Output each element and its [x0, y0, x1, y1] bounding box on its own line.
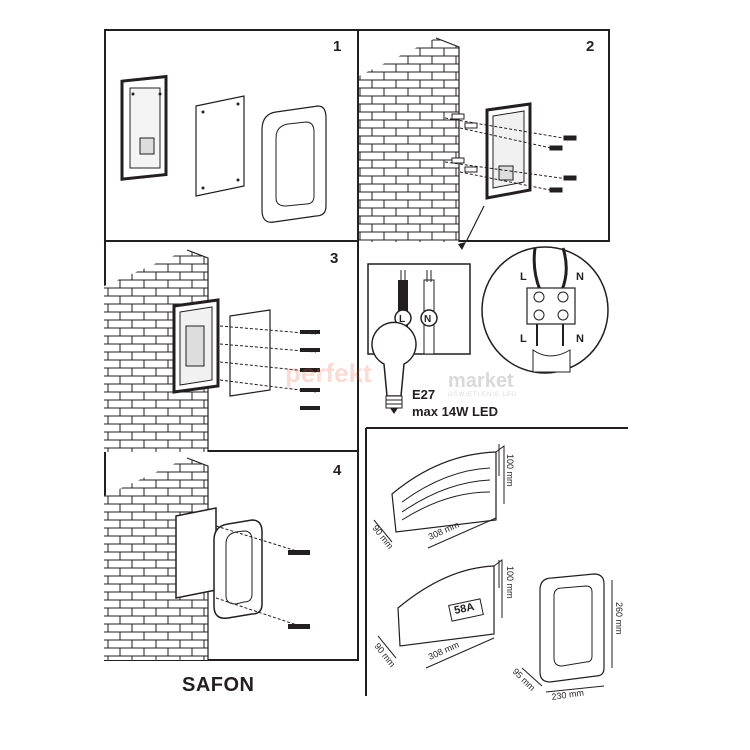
step-4-number: 4 [333, 462, 342, 479]
wire-l-label: L [399, 314, 405, 325]
watermark-brand: perfekt [285, 358, 372, 388]
wiring-detail: L N L N L N [367, 246, 609, 374]
dim-height-rect: 260 mm [614, 602, 624, 635]
step-2-number: 2 [586, 38, 595, 55]
step-3-illustration [104, 249, 320, 452]
dim-width-rect: 230 mm [551, 688, 585, 702]
step-1-illustration [120, 74, 327, 223]
house-number: 58A [453, 601, 475, 617]
dim-width-arc2: 308 mm [427, 639, 461, 661]
wire-n-label: N [424, 314, 431, 325]
step-2-illustration [359, 37, 577, 250]
bulb-socket-label: E27 [412, 387, 436, 402]
svg-text:N: N [576, 271, 584, 283]
bulb-max-label: max 14W LED [412, 404, 498, 419]
dim-height-arc: 100 mm [505, 454, 515, 487]
watermark-suffix: market [448, 370, 514, 392]
svg-text:L: L [520, 333, 527, 345]
dim-height-arc2: 100 mm [505, 566, 515, 599]
step-1-number: 1 [333, 38, 342, 55]
dimension-drawing-rect [521, 573, 613, 693]
svg-text:N: N [576, 333, 584, 345]
watermark-tagline: OŚWIETLENIE LED [448, 392, 518, 398]
dimension-drawing-arc-2 [377, 559, 503, 669]
step-3-number: 3 [330, 250, 339, 267]
step-4-illustration [104, 457, 310, 660]
dim-depth-arc: 90 mm [370, 523, 395, 551]
bulb-icon [371, 321, 417, 414]
dimension-drawing-arc-1 [373, 444, 505, 549]
svg-text:L: L [520, 271, 527, 283]
product-name: SAFON [182, 674, 255, 696]
